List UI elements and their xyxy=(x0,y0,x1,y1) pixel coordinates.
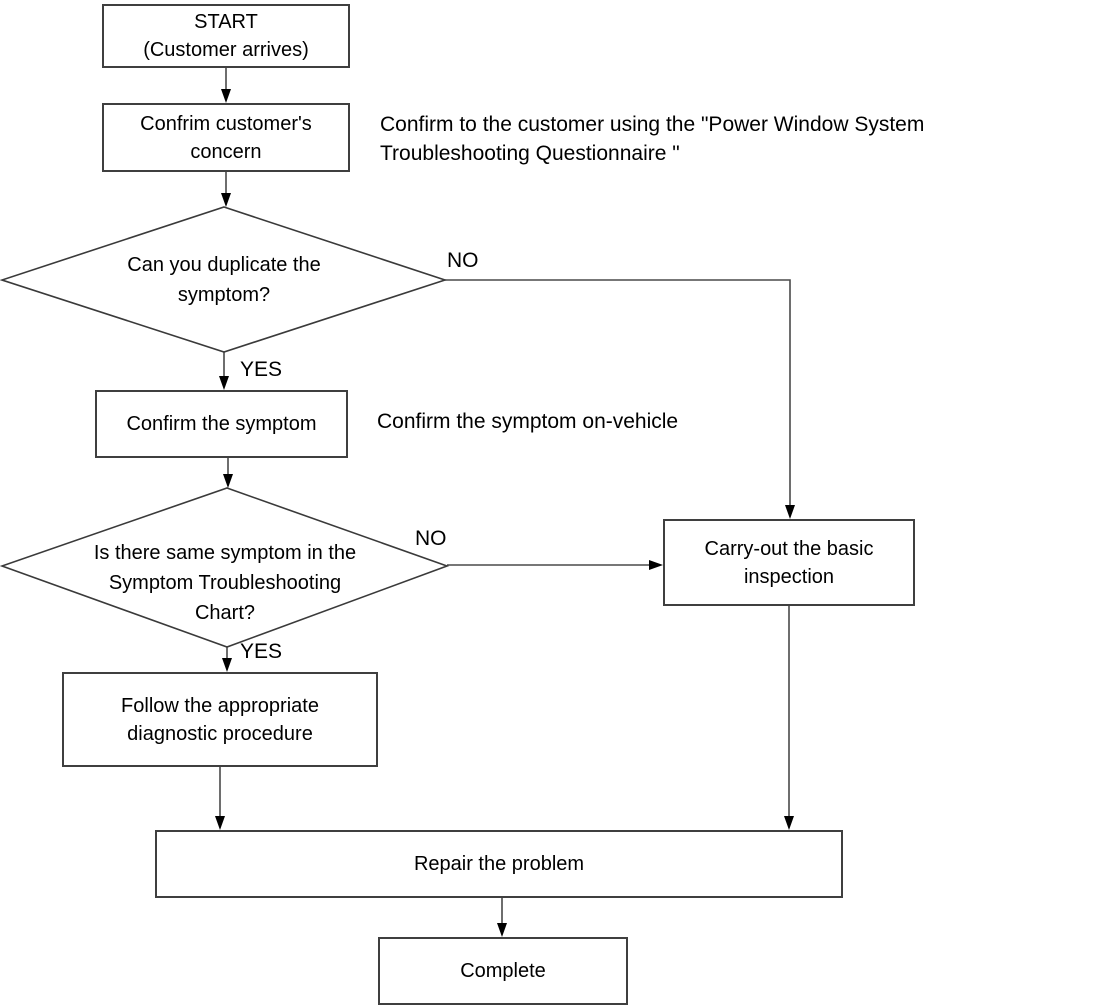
node-confirm-symptom: Confirm the symptom xyxy=(95,390,348,458)
node-repair-problem: Repair the problem xyxy=(155,830,843,898)
annotation-questionnaire: Confirm to the customer using the "Power… xyxy=(380,113,925,165)
node-start: START (Customer arrives) xyxy=(102,4,350,68)
decision-same-symptom-label: Is there same symptom in the Symptom Tro… xyxy=(93,542,357,624)
annotation-on-vehicle: Confirm the symptom on-vehicle xyxy=(377,410,679,433)
decision-duplicate-symptom-shape xyxy=(0,206,448,353)
node-complete: Complete xyxy=(378,937,628,1005)
edge-label-duplicate-yes: YES xyxy=(240,358,283,381)
edge-label-same-no: NO xyxy=(415,527,447,550)
node-confirm-concern: Confrim customer's concern xyxy=(102,103,350,172)
decision-same-symptom-shape xyxy=(0,487,450,648)
edge-label-duplicate-no: NO xyxy=(447,249,479,272)
edge-label-same-yes: YES xyxy=(240,640,283,663)
node-follow-diagnostic-procedure: Follow the appropriate diagnostic proced… xyxy=(62,672,378,767)
node-carry-out-basic-inspection: Carry-out the basic inspection xyxy=(663,519,915,606)
decision-duplicate-symptom-label: Can you duplicate the symptom? xyxy=(127,254,321,306)
